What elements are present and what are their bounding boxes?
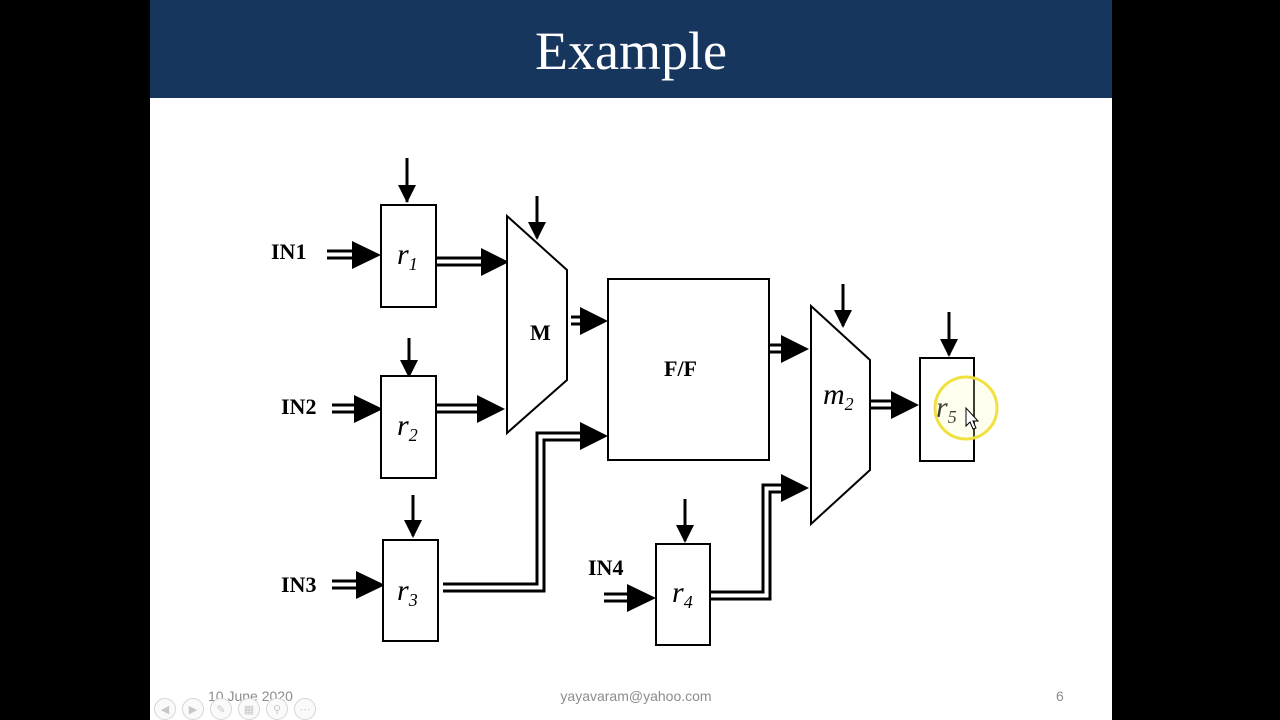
r5-label: r5: [936, 391, 957, 427]
register-r3: [382, 539, 439, 642]
bus-connections: [327, 241, 919, 612]
mux1-out-arrowhead: [580, 307, 608, 335]
r1-label: r1: [397, 238, 418, 274]
zoom-icon[interactable]: ⚲: [266, 698, 288, 720]
mux2-control-arrowhead: [834, 310, 852, 328]
slide-title: Example: [535, 21, 727, 81]
r4-out-arrowhead: [781, 474, 809, 502]
r1-control-arrowhead: [398, 185, 416, 203]
mouse-cursor-icon: [965, 406, 980, 430]
r4-control-arrowhead: [676, 525, 694, 543]
multiplexer-M: [506, 213, 568, 436]
ff-out-arrowhead: [781, 335, 809, 363]
slideshow-controls: ◀ ▶ ✎ ▦ ⚲ ⋯: [154, 698, 316, 720]
register-r1: [380, 204, 437, 308]
flip-flop-block: [607, 278, 770, 461]
more-icon[interactable]: ⋯: [294, 698, 316, 720]
register-r2: [380, 375, 437, 479]
mux2-out-arrowhead: [891, 391, 919, 419]
r4-out-bus-a: [711, 483, 787, 594]
control-arrows: [398, 158, 958, 543]
slides-icon[interactable]: ▦: [238, 698, 260, 720]
input-label-in4: IN4: [588, 555, 623, 580]
r1-out-arrowhead: [481, 248, 509, 276]
r4-label: r4: [672, 576, 693, 612]
input-label-in1: IN1: [271, 239, 306, 264]
r2-label: r2: [397, 409, 418, 445]
ff-label: F/F: [664, 356, 697, 381]
in4-arrowhead: [627, 584, 656, 612]
in1-arrowhead: [352, 241, 381, 269]
r3-out-bus-a: [443, 431, 585, 586]
r3-out-arrowhead: [580, 422, 608, 450]
input-label-in2: IN2: [281, 394, 316, 419]
r3-label: r3: [397, 574, 418, 610]
circuit-diagram: IN1 IN2 IN3 IN4 M F/F r1 r2 r3 r4 r5 m2: [271, 158, 999, 646]
r3-control-arrowhead: [404, 520, 422, 538]
mux1-label: M: [530, 320, 551, 345]
multiplexer-m2: [810, 303, 871, 527]
play-icon[interactable]: ▶: [182, 698, 204, 720]
register-r5: [919, 357, 975, 462]
slide: Example: [150, 0, 1112, 720]
r5-control-arrowhead: [940, 339, 958, 357]
mux1-control-arrowhead: [528, 222, 546, 240]
mux2-label: m2: [823, 378, 854, 414]
input-label-in3: IN3: [281, 572, 316, 597]
r4-out-bus-b: [711, 490, 787, 601]
r2-control-arrowhead: [400, 360, 418, 378]
footer-email: yayavaram@yahoo.com: [560, 688, 712, 704]
title-bar: Example: [150, 0, 1112, 98]
pen-icon[interactable]: ✎: [210, 698, 232, 720]
in2-arrowhead: [354, 395, 383, 423]
r2-out-arrowhead: [477, 395, 505, 423]
in3-arrowhead: [356, 571, 385, 599]
r3-out-bus-b: [443, 438, 585, 593]
register-r4: [655, 543, 711, 646]
prev-icon[interactable]: ◀: [154, 698, 176, 720]
footer-page-number: 6: [1056, 688, 1064, 704]
